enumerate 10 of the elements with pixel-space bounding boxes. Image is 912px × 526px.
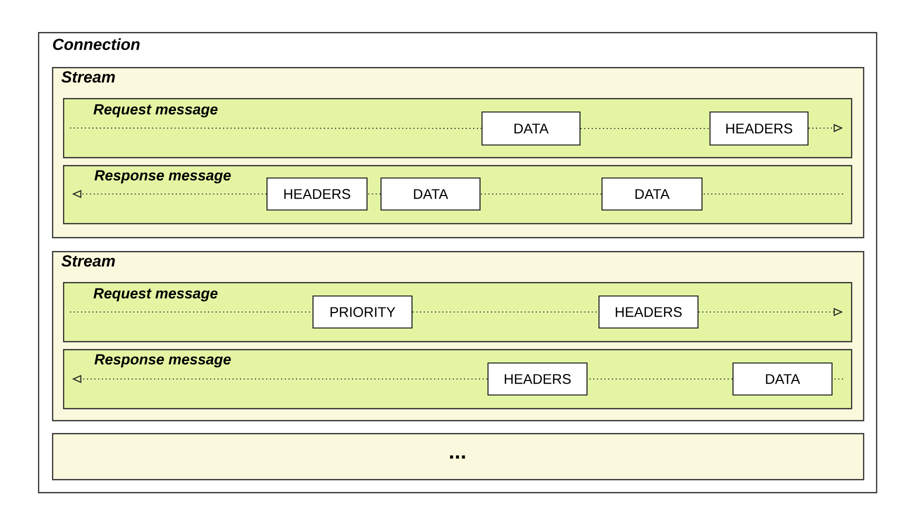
frame-box: HEADERS: [598, 295, 699, 329]
placeholder-box: ...: [52, 433, 864, 480]
frame-box: HEADERS: [266, 177, 368, 211]
frame-box: PRIORITY: [312, 295, 413, 329]
frame-box: DATA: [481, 111, 581, 146]
frame-box: HEADERS: [709, 111, 809, 146]
frame-box: DATA: [732, 362, 833, 396]
frame-box: HEADERS: [487, 362, 588, 396]
frame-box: DATA: [380, 177, 481, 211]
frame-box: DATA: [601, 177, 703, 211]
